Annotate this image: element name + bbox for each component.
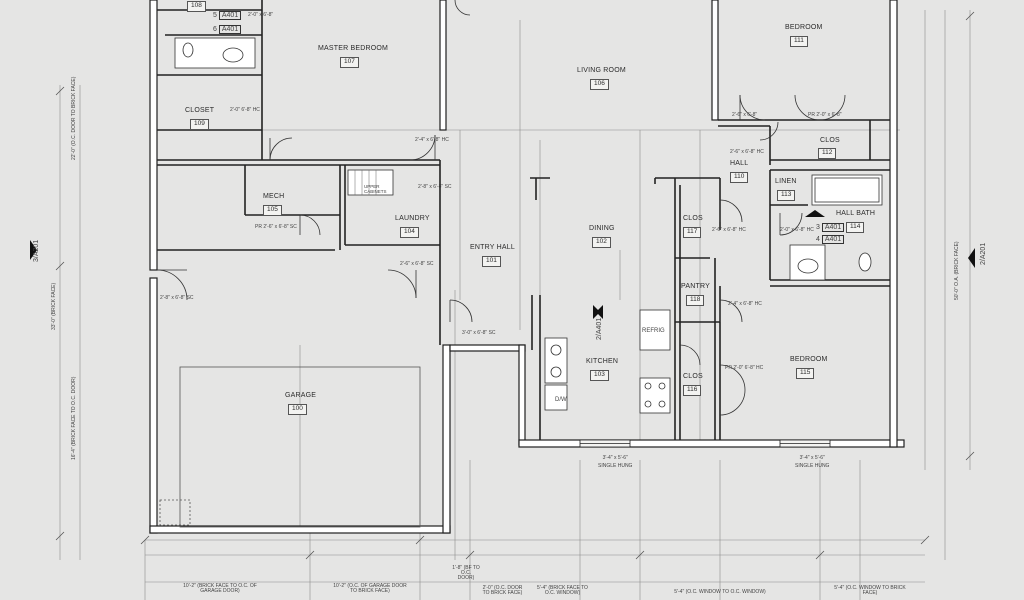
refrig-label: REFRIG <box>642 328 665 334</box>
garage-slab <box>159 366 421 528</box>
section-ref-5: 5 A401 <box>213 11 242 20</box>
room-number-108: 108 <box>187 1 206 12</box>
door-note: 2'-6" x 6'-8" HC <box>730 149 764 155</box>
room-number-dining: 102 <box>592 237 611 248</box>
door-note: PR 2'-6" x 6'-8" SC <box>255 224 297 230</box>
door-note: 2'-6" x 6'-8" HC <box>712 227 746 233</box>
room-number-bedroom-111: 111 <box>790 36 808 47</box>
door-note: 2'-0" x 6'-8" HC <box>780 227 814 233</box>
room-name-bedroom-111: BEDROOM <box>785 24 823 31</box>
dimension-note: 22'-0" (O.C. DOOR TO BRICK FACE) <box>71 76 77 160</box>
room-name-garage: GARAGE <box>285 392 317 399</box>
dimension-note: 16'-4" (BRICK FACE TO O.C. DOOR) <box>71 376 77 460</box>
door-note: 2'-8" x 6'-8" SC <box>418 184 452 190</box>
room-number-bedroom-115: 115 <box>796 368 815 379</box>
room-number-kitchen: 103 <box>590 370 609 381</box>
room-number-laundry: 104 <box>400 227 419 238</box>
room-number-linen: 113 <box>777 190 796 201</box>
room-number-clos-112: 112 <box>818 148 837 159</box>
dimension-note: 5'-4" (O.C. WINDOW TO O.C. WINDOW) <box>674 589 766 595</box>
room-name-mech: MECH <box>263 193 285 200</box>
window-note-bedroom: 3'-4" x 5'-6"SINGLE HUNG <box>795 455 830 469</box>
room-name-pantry: PANTRY <box>681 283 710 290</box>
dishwasher-label: D/W <box>555 397 567 403</box>
dimension-note: 5'-4" (O.C. WINDOW TO BRICK FACE) <box>834 585 906 596</box>
interior-walls <box>157 0 890 440</box>
room-number-hall: 110 <box>730 172 749 183</box>
door-note: 2'-6" x 6'-8" SC <box>400 261 434 267</box>
upper-cabinets-label: UPPER CABINETS <box>364 184 387 194</box>
dimension-note: 5'-4" (BRICK FACE TO O.C. WINDOW) <box>537 585 588 596</box>
room-name-clos-116: CLOS <box>683 373 703 380</box>
dimension-note: 33'-0" (BRICK FACE) <box>51 282 57 330</box>
room-name-linen: LINEN <box>775 178 797 185</box>
door-swings <box>156 0 846 416</box>
door-note: 2'-8" x 6'-8" SC <box>160 295 194 301</box>
room-name-closet: CLOSET <box>185 107 215 114</box>
window-note-kitchen: 3'-4" x 5'-6"SINGLE HUNG <box>598 455 633 469</box>
door-note: PR 2'-0" x 6'-8" <box>808 112 842 118</box>
room-name-living-room: LIVING ROOM <box>577 67 626 74</box>
room-number-entry-hall: 101 <box>482 256 501 267</box>
dimension-note: 10'-2" (BRICK FACE TO O.C. OF GARAGE DOO… <box>183 583 257 594</box>
room-number-living-room: 106 <box>590 79 609 90</box>
section-ref-3: 3 A401 <box>816 223 845 232</box>
room-name-hall-bath: HALL BATH <box>836 210 876 217</box>
door-note: 2'-0" x 6'-8" <box>248 12 274 18</box>
room-number-closet: 109 <box>190 119 209 130</box>
door-note: 2'-4" x 6'-8" HC <box>415 137 449 143</box>
room-name-master-bedroom: MASTER BEDROOM <box>318 45 389 52</box>
section-markers <box>30 210 975 319</box>
room-number-clos-117: 117 <box>683 227 702 238</box>
exterior-walls <box>149 0 905 534</box>
room-name-clos-117: CLOS <box>683 215 703 222</box>
section-ref-2-a201: 2/A201 <box>980 242 987 265</box>
windows <box>579 439 831 448</box>
room-name-kitchen: KITCHEN <box>586 358 619 365</box>
dimension-note: 10'-2" (O.C. OF GARAGE DOOR TO BRICK FAC… <box>333 583 407 594</box>
dimension-note: 2'-0" (O.C. DOOR TO BRICK FACE) <box>482 585 523 596</box>
room-name-bedroom-115: BEDROOM <box>790 356 828 363</box>
room-number-mech: 105 <box>263 205 282 216</box>
section-ref-3-a201: 3/A201 <box>33 239 40 262</box>
section-ref-2: 2/A401 <box>596 317 603 340</box>
room-name-dining: DINING <box>589 225 615 232</box>
dimension-ticks <box>55 11 975 560</box>
section-ref-4: 4 A401 <box>816 235 845 244</box>
room-number-hall-bath: 114 <box>846 222 865 233</box>
door-note: 2'-6" x 6'-8" <box>732 112 758 118</box>
door-note: 2'-0" 6'-8" HC <box>230 107 260 113</box>
door-note: PR 2'-0" 6'-8" HC <box>725 365 764 371</box>
section-ref-6: 6 A401 <box>213 25 242 34</box>
room-name-entry-hall: ENTRY HALL <box>470 244 515 251</box>
dimension-note: 50'-0" O.A. (BRICK FACE) <box>954 241 960 300</box>
room-number-clos-116: 116 <box>683 385 702 396</box>
room-number-pantry: 118 <box>686 295 705 306</box>
room-name-laundry: LAUNDRY <box>395 215 430 222</box>
room-number-master-bedroom: 107 <box>340 57 359 68</box>
cabinet-lines <box>354 170 377 195</box>
room-number-garage: 100 <box>288 404 307 415</box>
dimension-lines <box>59 10 971 600</box>
dimension-note: 1'-8" (BF TO O.C. DOOR) <box>452 565 480 581</box>
door-note: 2'-4" x 6'-8" HC <box>728 301 762 307</box>
room-name-hall: HALL <box>730 160 749 167</box>
fixtures <box>174 37 883 414</box>
room-name-clos-112: CLOS <box>820 137 840 144</box>
door-note: 3'-0" x 6'-8" SC <box>462 330 496 336</box>
